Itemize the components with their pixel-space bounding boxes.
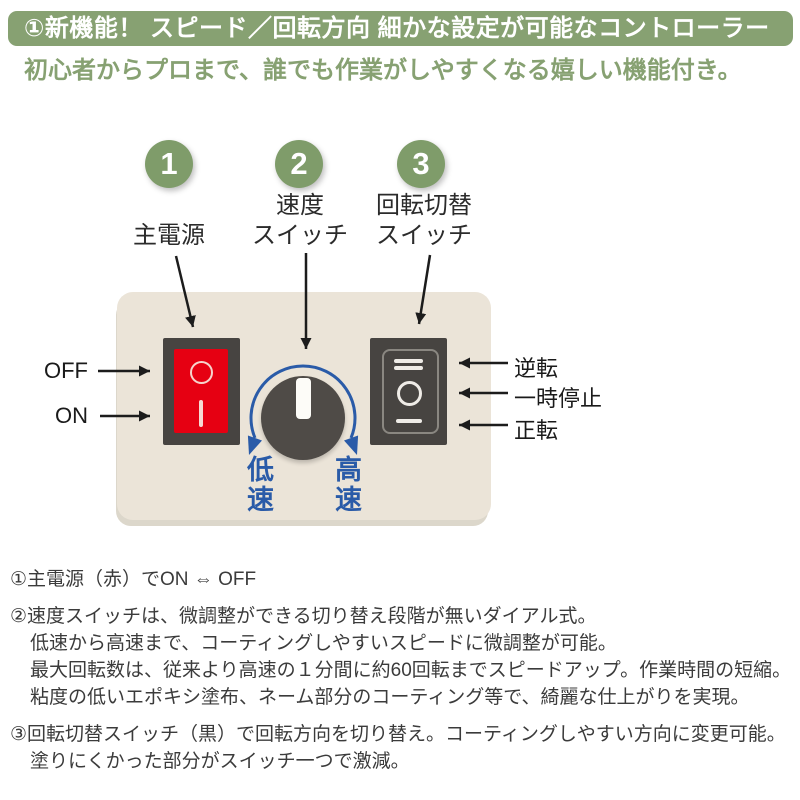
rotation-switch-inner-outline [382,349,439,434]
power-off-symbol-icon [190,361,213,384]
label-low-speed: 低速 [243,455,273,515]
power-on-symbol-icon [199,400,203,427]
label-forward: 正転 [514,418,559,443]
label-reverse: 逆転 [514,356,559,381]
note-line: ①主電源（赤）でON ⇔ OFF [10,569,257,590]
callout-number-1-text: 1 [160,146,178,181]
dial-pointer-icon [296,378,311,419]
note-line: 粘度の低いエポキシ塗布、ネーム部分のコーティング等で、綺麗な仕上がりを実現。 [30,687,750,708]
header-subtitle: 初心者からプロまで、誰でも作業がしやすくなる嬉しい機能付き。 [24,57,742,84]
note-line: 塗りにくかった部分がスイッチ一つで激減。 [30,751,410,772]
note-1: ①主電源（赤）でON ⇔ OFF [10,566,798,593]
callout-number-2: 2 [275,140,323,188]
callout-label-rotation-switch: 回転切替 スイッチ [344,191,504,251]
callout-label-main-power: 主電源 [89,191,249,251]
callout-label-rotation-switch-line1: 回転切替 [376,192,472,219]
callout-label-main-power-line2: 主電源 [133,222,205,249]
callout-number-2-text: 2 [290,146,308,181]
callout-label-rotation-switch-line2: スイッチ [376,222,472,249]
header-banner: ①新機能！ スピード／回転方向 細かな設定が可能なコントローラー [8,11,793,46]
rotation-reverse-icon [394,366,423,370]
off-label: OFF [44,358,88,383]
callout-number-3: 3 [397,140,445,188]
callout-label-speed-switch: 速度 スイッチ [220,191,380,251]
label-high-speed: 高速 [331,455,361,515]
note-line: ②速度スイッチは、微調整ができる切り替え段階が無いダイアル式。 [10,606,597,627]
callout-label-speed-switch-line2: スイッチ [252,222,348,249]
note-2: ②速度スイッチは、微調整ができる切り替え段階が無いダイアル式。 低速から高速まで… [10,603,798,711]
note-line: 低速から高速まで、コーティングしやすいスピードに微調整が可能。 [30,633,617,654]
on-label: ON [55,403,88,428]
callout-number-1: 1 [145,140,193,188]
rotation-pause-icon [397,381,422,406]
note-3: ③回転切替スイッチ（黒）で回転方向を切り替え。コーティングしやすい方向に変更可能… [10,721,798,775]
rotation-forward-icon [396,419,422,423]
label-pause: 一時停止 [514,386,603,411]
callout-label-speed-switch-line1: 速度 [276,192,324,219]
rotation-reverse-icon [394,359,423,363]
note-line: ③回転切替スイッチ（黒）で回転方向を切り替え。コーティングしやすい方向に変更可能… [10,724,786,745]
note-line: 最大回転数は、従来より高速の１分間に約60回転までスピードアップ。作業時間の短縮… [30,660,792,681]
callout-number-3-text: 3 [412,146,430,181]
notes-section: ①主電源（赤）でON ⇔ OFF ②速度スイッチは、微調整ができる切り替え段階が… [10,566,798,785]
